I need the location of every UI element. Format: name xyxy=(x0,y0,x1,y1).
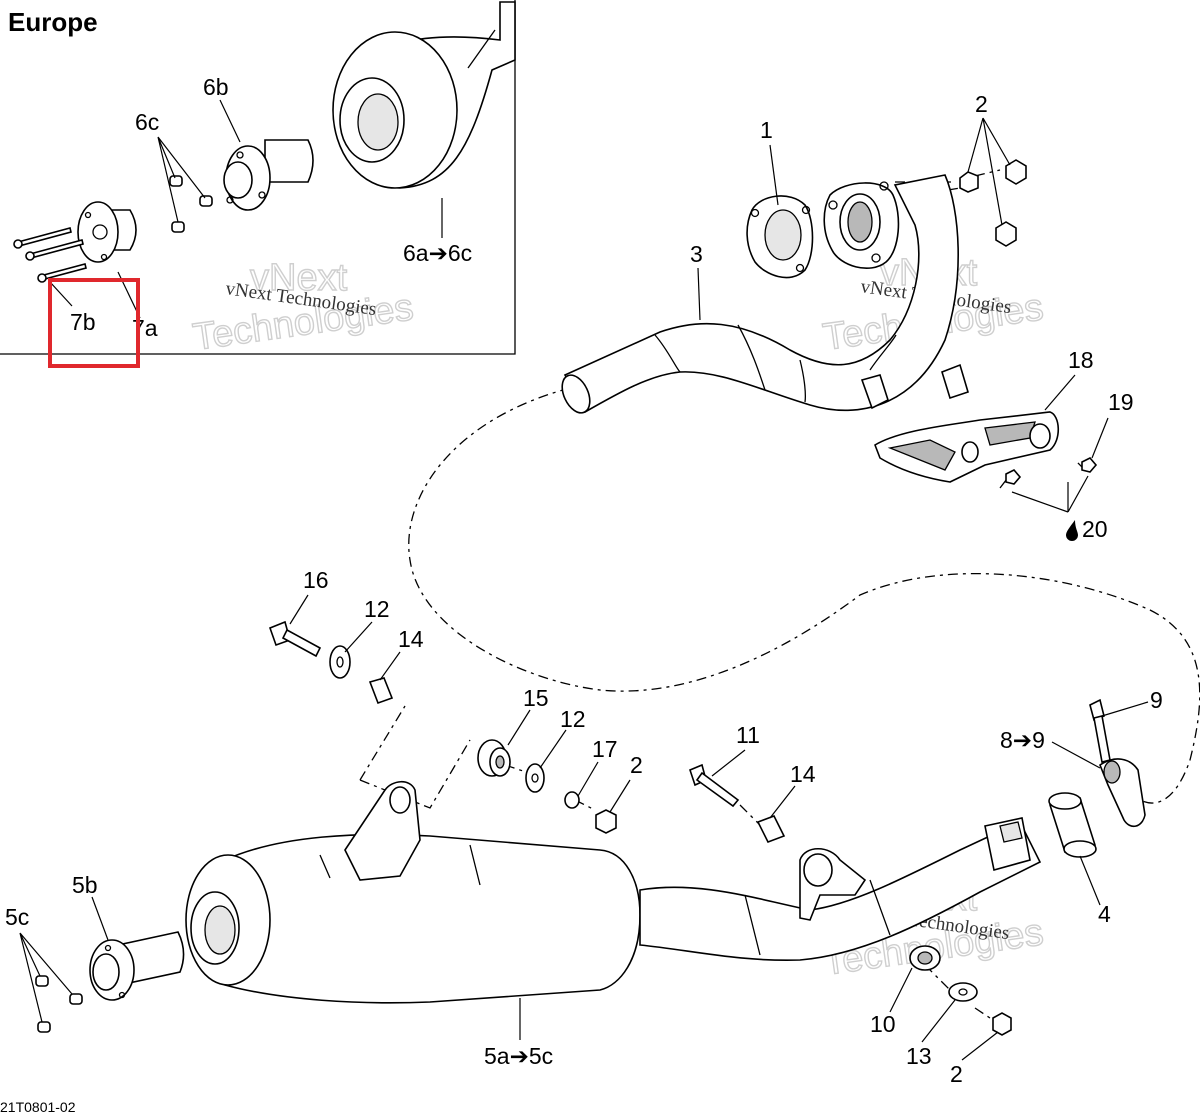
mid-bracket xyxy=(799,847,867,921)
screws-5c xyxy=(35,975,83,1033)
label-9: 9 xyxy=(1150,687,1163,713)
label-5c: 5c xyxy=(5,904,29,930)
inset-screws-7b xyxy=(13,227,87,283)
label-12-a: 12 xyxy=(364,596,390,622)
label-4: 4 xyxy=(1098,901,1111,927)
inset-arrestor-6b xyxy=(223,139,314,211)
gasket-1 xyxy=(746,195,814,279)
europe-inset: Europe xyxy=(0,0,516,368)
label-14-b: 14 xyxy=(790,761,816,787)
clamp-8 xyxy=(1099,758,1146,828)
muffler-5a xyxy=(185,780,641,1004)
label-19: 19 xyxy=(1108,389,1134,415)
label-8-9: 8➔9 xyxy=(1000,727,1045,753)
spacer-17 xyxy=(564,791,580,809)
label-2-mid: 2 xyxy=(630,752,643,778)
arrestor-5b xyxy=(89,931,185,1001)
inset-screws-6c xyxy=(169,175,213,233)
drawing-code: 21T0801-02 xyxy=(0,1099,76,1114)
label-3: 3 xyxy=(690,241,703,267)
label-6a-6c: 6a➔6c xyxy=(403,240,472,266)
bolt-16 xyxy=(268,620,322,658)
label-12-b: 12 xyxy=(560,706,586,732)
washer-13 xyxy=(948,982,978,1002)
label-5a-5c: 5a➔5c xyxy=(484,1043,553,1069)
spacer-14-a xyxy=(368,677,394,705)
inset-flange-7a xyxy=(77,201,137,263)
label-11: 11 xyxy=(736,722,760,748)
washer-12-a xyxy=(329,645,351,679)
highlight-box-7b xyxy=(48,278,140,368)
spacer-14-b xyxy=(756,814,786,844)
washer-12-b xyxy=(525,763,545,793)
inset-border xyxy=(0,0,516,355)
label-16: 16 xyxy=(303,567,329,593)
inset-title: Europe xyxy=(8,7,98,37)
leader-lines xyxy=(19,117,1149,1061)
label-7a: 7a xyxy=(132,315,158,341)
label-17: 17 xyxy=(592,736,618,762)
mid-pipe xyxy=(639,817,1042,962)
bolt-9 xyxy=(1089,698,1111,763)
label-7b: 7b xyxy=(70,309,96,335)
label-6c: 6c xyxy=(135,109,159,135)
collar-4 xyxy=(1048,792,1097,858)
label-14-a: 14 xyxy=(398,626,424,652)
bolt-11 xyxy=(689,763,740,808)
label-5b: 5b xyxy=(72,872,98,898)
header-pipe-3 xyxy=(561,174,959,414)
oil-drop-icon xyxy=(1066,520,1078,541)
grommet-15 xyxy=(477,739,511,777)
label-6b: 6b xyxy=(203,74,229,100)
label-2-top: 2 xyxy=(975,91,988,117)
label-20: 20 xyxy=(1082,516,1108,542)
nut-2-bottom xyxy=(992,1012,1012,1036)
inset-muffler-6a xyxy=(332,1,516,189)
label-13: 13 xyxy=(906,1043,932,1069)
label-15: 15 xyxy=(523,685,549,711)
label-1: 1 xyxy=(760,117,773,143)
nut-2-mid xyxy=(595,809,617,834)
watermark-big: vNext xyxy=(250,257,348,299)
screws-19 xyxy=(1005,457,1098,485)
label-10: 10 xyxy=(870,1011,896,1037)
label-2-bottom: 2 xyxy=(950,1061,963,1087)
heat-shield-18 xyxy=(874,411,1060,483)
header-flange xyxy=(823,181,900,270)
grommet-10 xyxy=(909,945,941,971)
header-hangers xyxy=(860,363,969,410)
nuts-2-top xyxy=(959,159,1027,247)
part-labels: 1 2 3 18 19 20 16 12 14 15 12 17 2 11 14… xyxy=(5,91,1163,1087)
label-18: 18 xyxy=(1068,347,1094,373)
